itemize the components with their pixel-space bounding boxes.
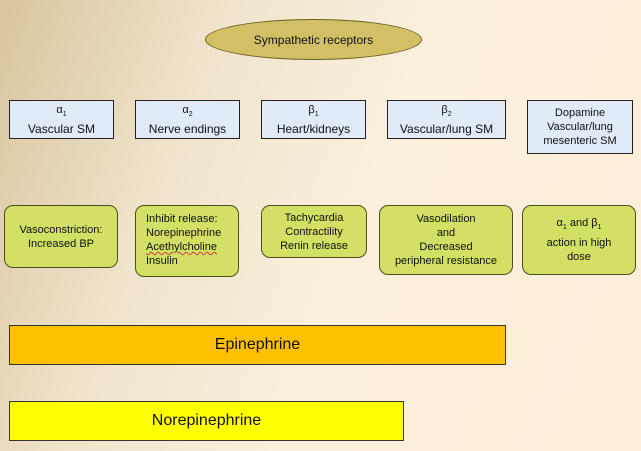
effect-line: Vasoconstriction: xyxy=(19,223,103,236)
effect-alpha2: Inhibit release: Norepinephrine Acethylc… xyxy=(135,205,239,277)
effect-line: Renin release xyxy=(280,239,348,252)
bar-label: Norepinephrine xyxy=(151,412,262,429)
effect-line: Vasodilation xyxy=(416,213,476,225)
epinephrine-bar: Epinephrine xyxy=(9,325,506,365)
effect-line: dose xyxy=(567,250,591,263)
receptor-alpha1: α1 Vascular SM xyxy=(9,100,114,139)
receptor-symbol: α2 xyxy=(182,103,193,119)
effect-line: peripheral resistance xyxy=(394,255,498,267)
effect-line: Tachycardia xyxy=(284,211,344,224)
effect-line: Contractility xyxy=(285,225,343,238)
receptor-beta2: β2 Vascular/lung SM xyxy=(387,100,506,139)
bar-label: Epinephrine xyxy=(214,336,301,353)
receptor-beta1: β1 Heart/kidneys xyxy=(261,100,366,139)
effect-line: Decreased xyxy=(419,241,473,253)
receptor-line: Dopamine xyxy=(554,107,606,119)
effect-line: α1 and β1 xyxy=(556,217,602,232)
title-oval: Sympathetic receptors xyxy=(205,19,422,60)
effect-beta2: Vasodilation and Decreased peripheral re… xyxy=(379,205,513,275)
effect-line: action in high xyxy=(546,236,612,249)
diagram-title: Sympathetic receptors xyxy=(253,32,374,47)
receptor-line: mesenteric SM xyxy=(543,135,617,147)
receptor-alpha2: α2 Nerve endings xyxy=(135,100,240,139)
effect-line: Norepinephrine xyxy=(146,227,222,239)
effect-alpha1: Vasoconstriction: Increased BP xyxy=(4,205,118,268)
receptor-symbol: β1 xyxy=(308,103,319,119)
receptor-label: Vascular SM xyxy=(27,122,96,137)
effect-line: Inhibit release: xyxy=(146,213,218,225)
effect-line: and xyxy=(436,227,456,239)
receptor-line: Vascular/lung xyxy=(547,121,613,133)
effect-beta1: Tachycardia Contractility Renin release xyxy=(261,205,367,258)
effect-line: Acethylcholine xyxy=(146,241,217,253)
norepinephrine-bar: Norepinephrine xyxy=(9,401,404,441)
effect-dopamine: α1 and β1 action in high dose xyxy=(522,205,636,275)
effect-line: Insulin xyxy=(146,255,178,267)
effect-line: Increased BP xyxy=(27,237,95,250)
receptor-label: Nerve endings xyxy=(148,122,227,137)
receptor-label: Heart/kidneys xyxy=(276,122,351,137)
receptor-label: Vascular/lung SM xyxy=(399,122,494,137)
receptor-symbol: β2 xyxy=(441,103,452,119)
receptor-dopamine: Dopamine Vascular/lung mesenteric SM xyxy=(527,100,633,154)
receptor-symbol: α1 xyxy=(56,103,67,119)
